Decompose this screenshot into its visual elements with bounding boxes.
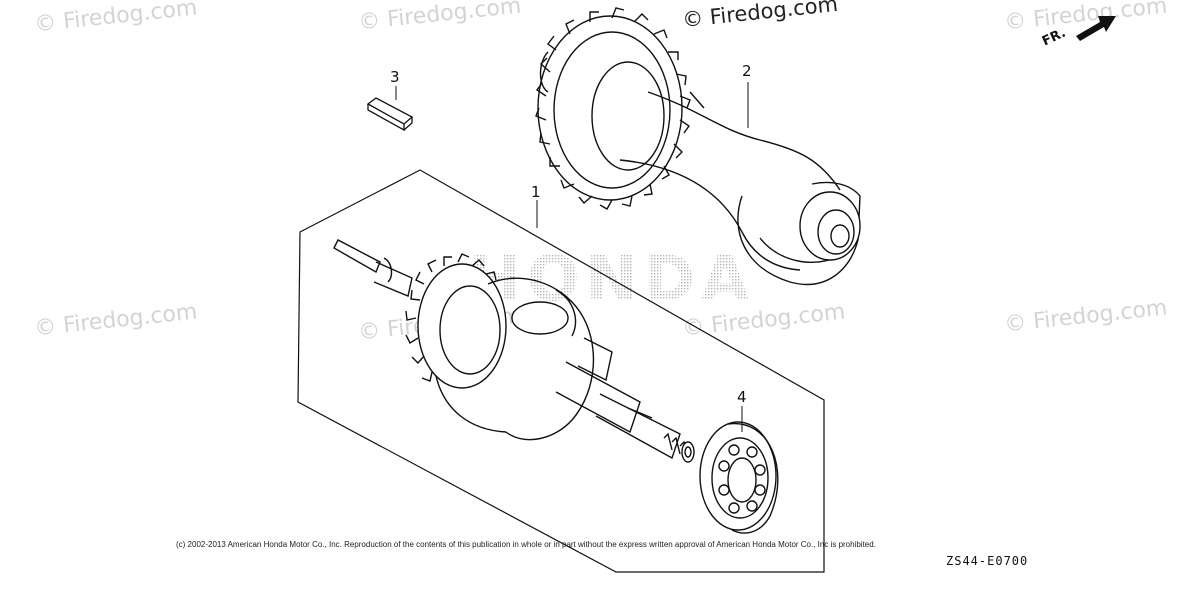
part-2-balancer-shaft <box>535 7 861 286</box>
callout-1: 1 <box>531 183 541 201</box>
part-3-key <box>366 97 414 132</box>
callout-2: 2 <box>742 62 752 80</box>
copyright-notice: (c) 2002-2013 American Honda Motor Co., … <box>176 540 876 549</box>
callout-4: 4 <box>737 388 747 406</box>
part-4-bearing <box>699 421 779 534</box>
part-1-bracket <box>297 169 825 573</box>
diagram-code: ZS44-E0700 <box>946 554 1029 568</box>
balancer-gear <box>535 7 691 210</box>
callout-3: 3 <box>390 68 400 86</box>
front-direction-arrow-icon <box>1076 16 1116 41</box>
part-1-crankshaft <box>333 239 695 463</box>
